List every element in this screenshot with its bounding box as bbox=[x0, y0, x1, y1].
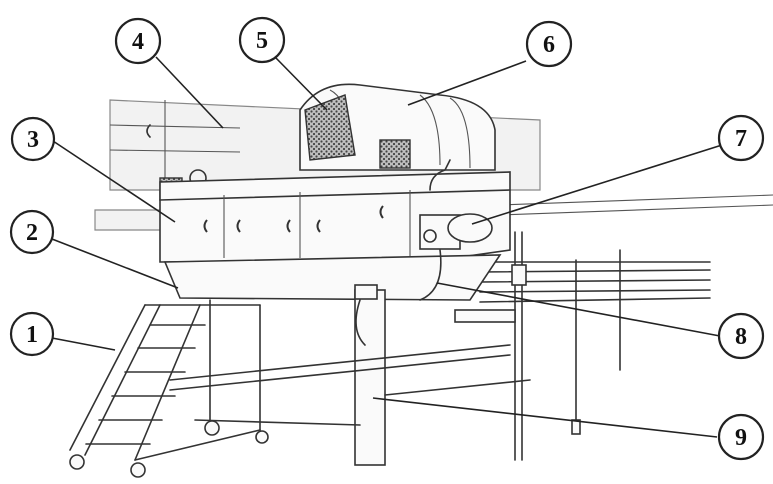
leader-7 bbox=[471, 144, 723, 225]
callout-3: 3 bbox=[10, 116, 56, 162]
leader-8 bbox=[436, 282, 721, 337]
step-ladder bbox=[69, 304, 269, 478]
conveyor-rails bbox=[479, 231, 711, 461]
leader-1 bbox=[51, 337, 116, 351]
callout-3-label: 3 bbox=[27, 127, 39, 153]
callout-4: 4 bbox=[114, 17, 162, 65]
callout-7: 7 bbox=[717, 114, 765, 162]
support-frame bbox=[169, 284, 531, 466]
callout-5-label: 5 bbox=[256, 28, 268, 54]
callout-8: 8 bbox=[717, 312, 765, 360]
callout-4-label: 4 bbox=[132, 29, 144, 55]
leader-2 bbox=[51, 238, 179, 289]
leader-9 bbox=[372, 397, 718, 438]
leader-6 bbox=[407, 60, 527, 106]
callout-2: 2 bbox=[9, 209, 55, 255]
callout-2-label: 2 bbox=[26, 220, 38, 246]
leader-5 bbox=[274, 56, 328, 111]
callout-1-label: 1 bbox=[26, 322, 38, 348]
callout-9-label: 9 bbox=[735, 425, 747, 451]
leader-lines bbox=[51, 56, 723, 438]
callout-8-label: 8 bbox=[735, 324, 747, 350]
leader-4 bbox=[155, 56, 224, 129]
callout-1: 1 bbox=[9, 311, 55, 357]
callout-6-label: 6 bbox=[543, 32, 555, 58]
leader-3 bbox=[52, 140, 176, 223]
callout-5: 5 bbox=[238, 16, 286, 64]
callout-7-label: 7 bbox=[735, 126, 747, 152]
callout-6: 6 bbox=[525, 20, 573, 68]
callout-9: 9 bbox=[717, 413, 765, 461]
